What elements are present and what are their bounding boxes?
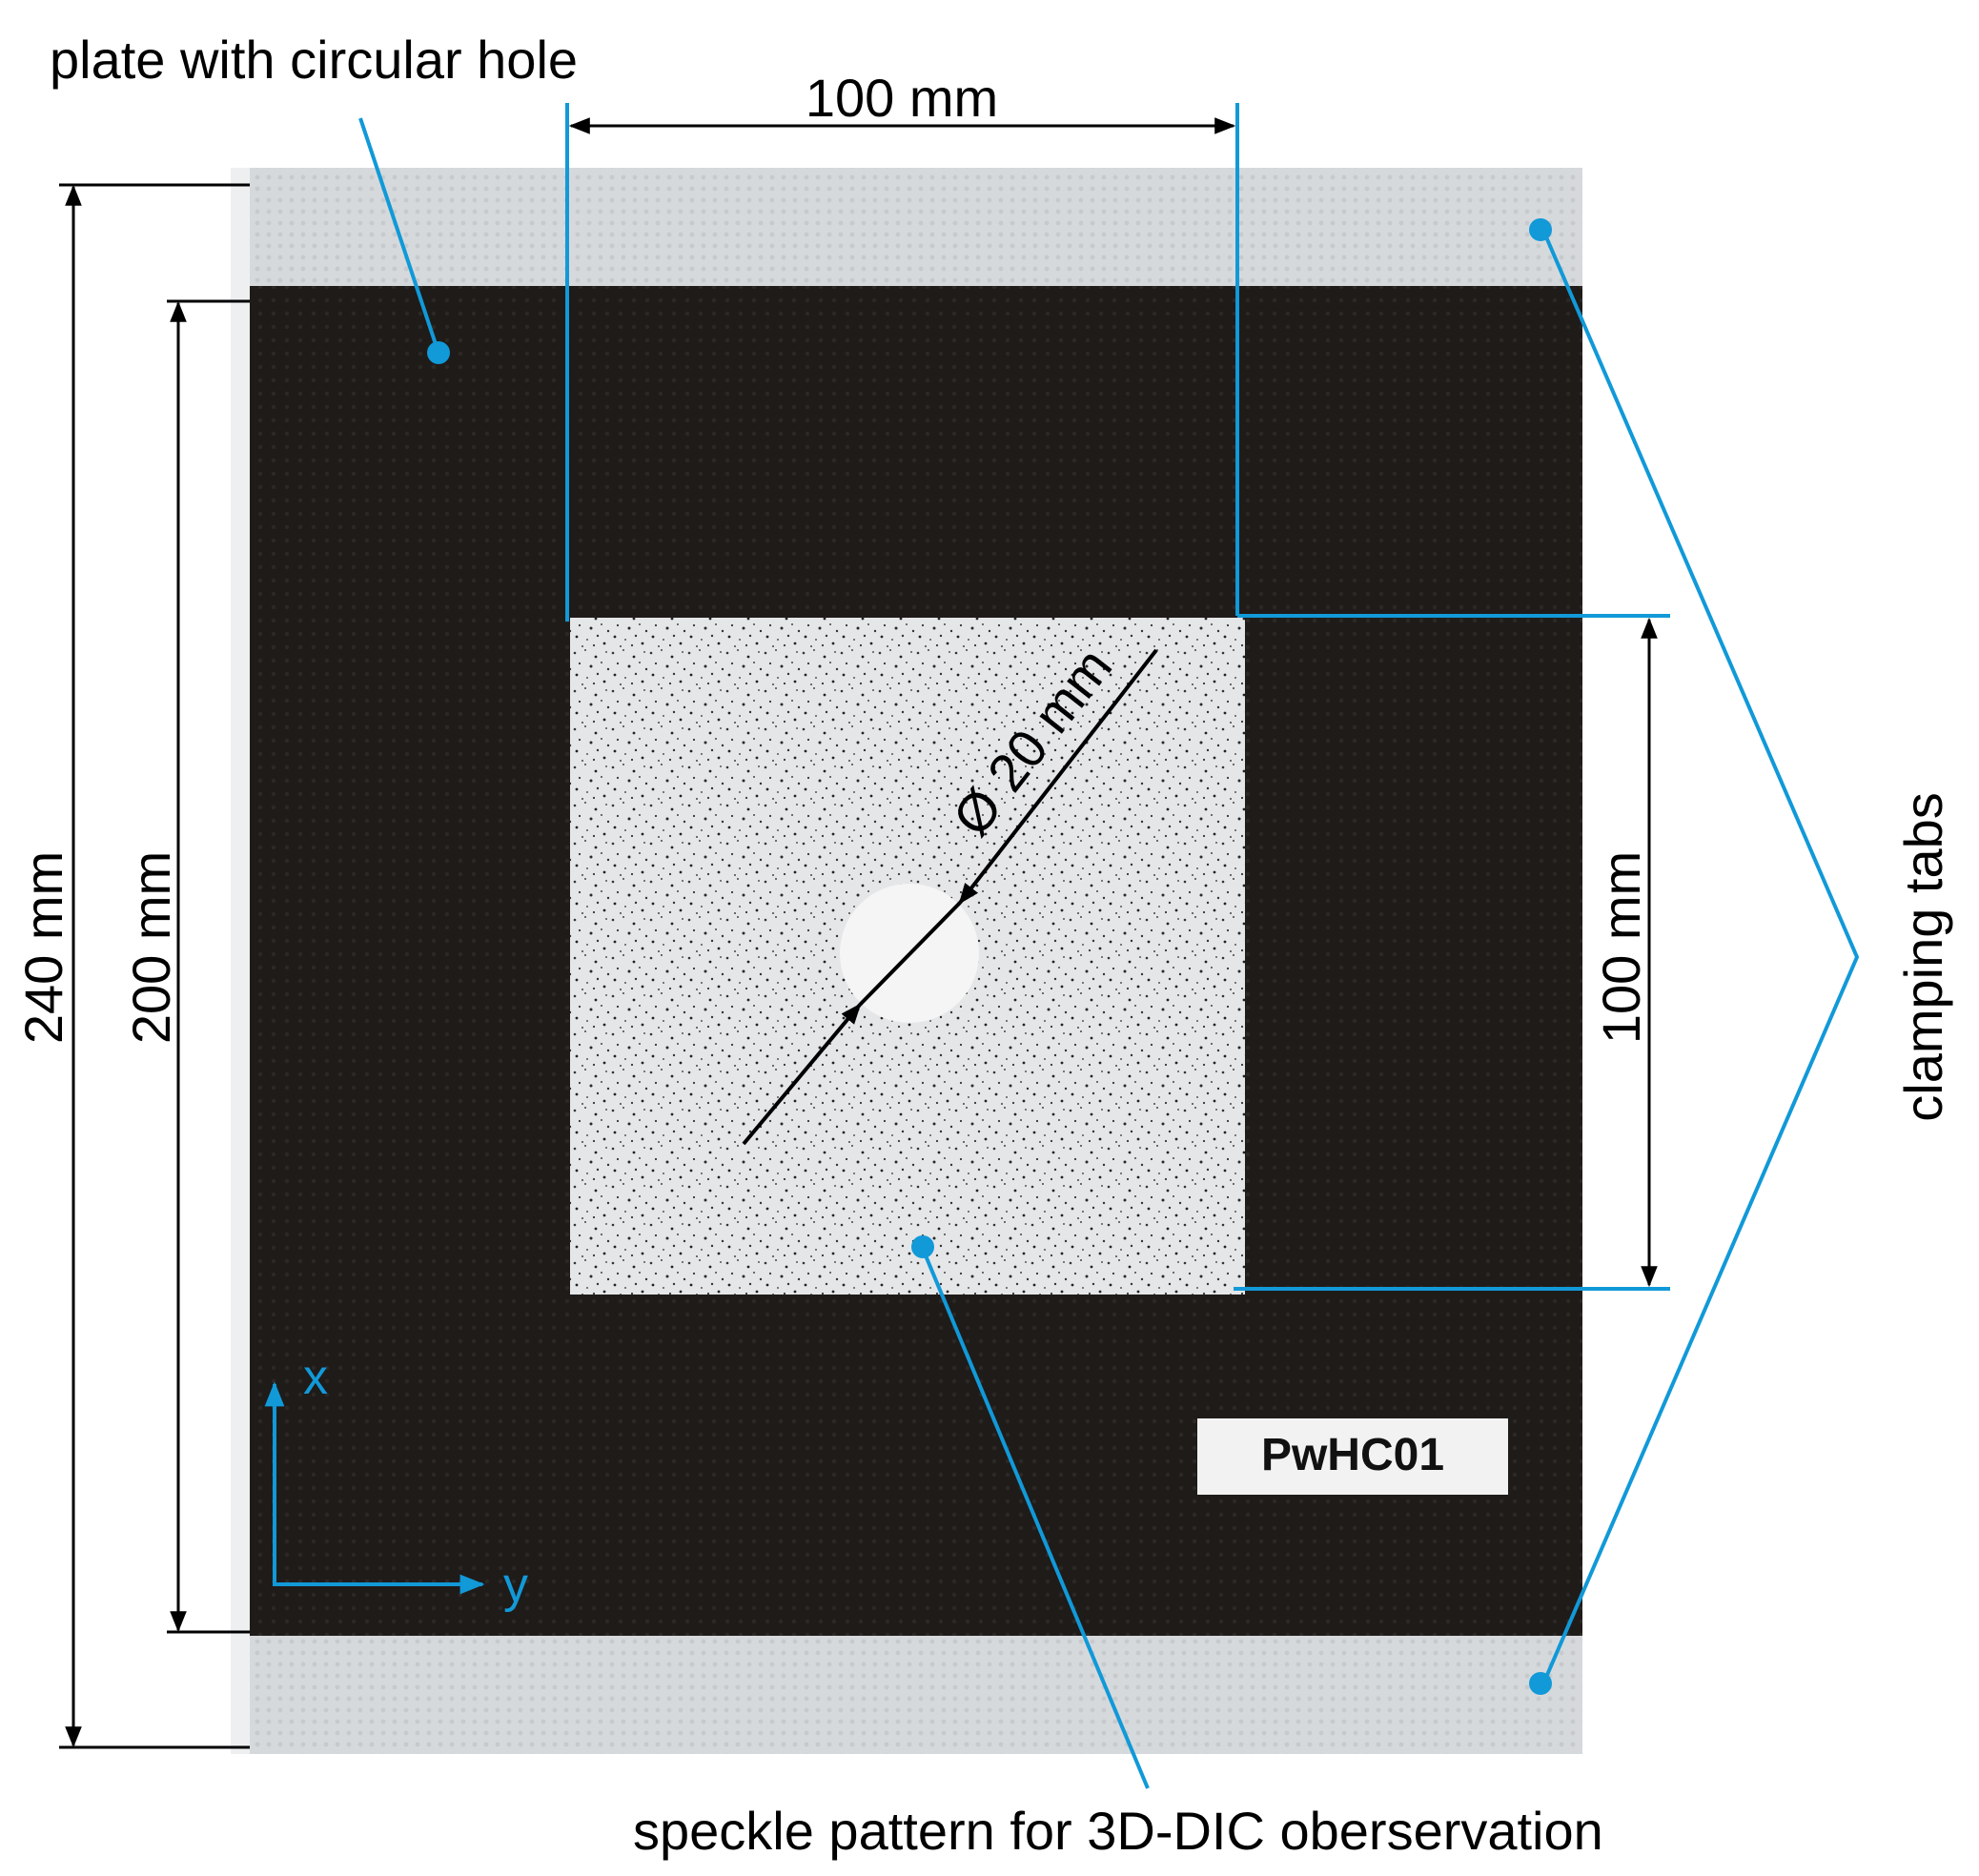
plate-leader-dot [427,341,450,364]
coordinate-axes [264,1381,485,1595]
speckle-leader-dot [911,1235,934,1258]
clamping-tab-top [250,168,1582,292]
clamping-tab-bottom [250,1630,1582,1754]
specimen-id-label: PwHC01 [1261,1430,1444,1480]
speckle-width-guides [565,103,1239,622]
free-height-label: 200 mm [121,851,181,1044]
x-axis-label: x [303,1350,328,1405]
speckle-label: speckle pattern for 3D-DIC oberservation [633,1801,1603,1861]
dimension-free-height [167,299,250,1634]
clamping-bottom-dot [1529,1672,1552,1695]
top-width-label: 100 mm [806,68,998,128]
clamping-label: clamping tabs [1893,792,1953,1122]
clamping-tabs-bracket [1542,232,1860,1682]
y-axis-label: y [503,1558,528,1613]
speckle-leader-line [921,1248,1150,1789]
hole-diameter-indicator [742,648,1158,1146]
specimen-label-box [1197,1418,1508,1495]
overall-height-label: 240 mm [13,851,73,1044]
plate-label: plate with circular hole [50,30,578,90]
right-height-label: 100 mm [1591,851,1651,1044]
dimension-overall-height [59,183,250,1749]
plate-leader-line [358,117,439,348]
speckle-height-guides [1234,614,1670,1291]
clamping-top-dot [1529,218,1552,241]
